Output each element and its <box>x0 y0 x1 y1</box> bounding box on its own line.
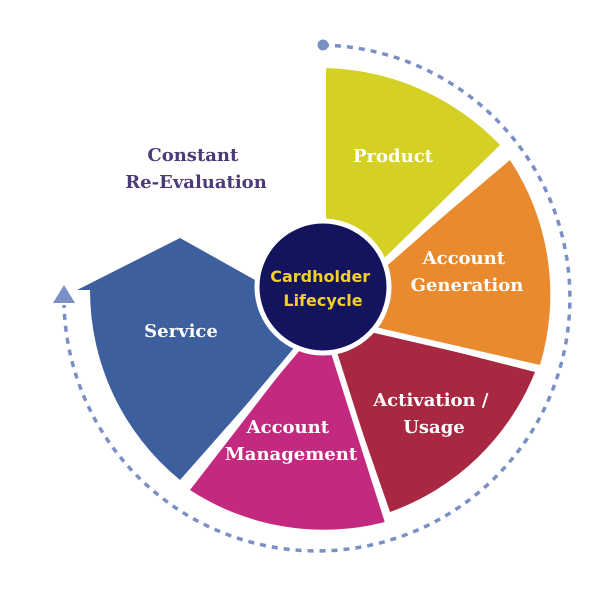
center-label-line-2: Lifecycle <box>283 291 362 310</box>
segment-account-management <box>190 318 385 530</box>
segment-account-generation-line-2: Generation <box>411 275 524 296</box>
center-label: Cardholder Lifecycle <box>270 267 376 310</box>
segment-service-line-1: Service <box>144 321 218 342</box>
center-hub <box>254 218 392 356</box>
segment-account-management-line-1: Account <box>246 417 330 438</box>
segment-label-activation-usage: Activation / Usage <box>372 390 495 438</box>
segment-label-product: Product <box>353 146 434 167</box>
segment-label-account-management: Account Management <box>225 417 358 465</box>
segment-activation-usage-line-1: Activation / <box>372 390 489 411</box>
segment-account-management-line-2: Management <box>225 444 358 465</box>
segment-label-service: Service <box>144 321 218 342</box>
segment-activation-usage <box>323 318 535 512</box>
side-label-line-2: Re-Evaluation <box>125 172 267 193</box>
constant-reevaluation-label: Constant Re-Evaluation <box>125 145 267 193</box>
segment-account-generation-line-1: Account <box>422 248 506 269</box>
cycle-dashed-arc <box>62 43 572 553</box>
center-label-line-1: Cardholder <box>270 267 370 286</box>
triangle-arrow-up-icon <box>53 285 75 303</box>
segment-label-account-generation: Account Generation <box>411 248 524 296</box>
cycle-start-dot <box>317 39 329 51</box>
side-label-line-1: Constant <box>147 145 239 166</box>
segment-product-line-1: Product <box>353 146 434 167</box>
segment-activation-usage-line-2: Usage <box>403 417 465 438</box>
